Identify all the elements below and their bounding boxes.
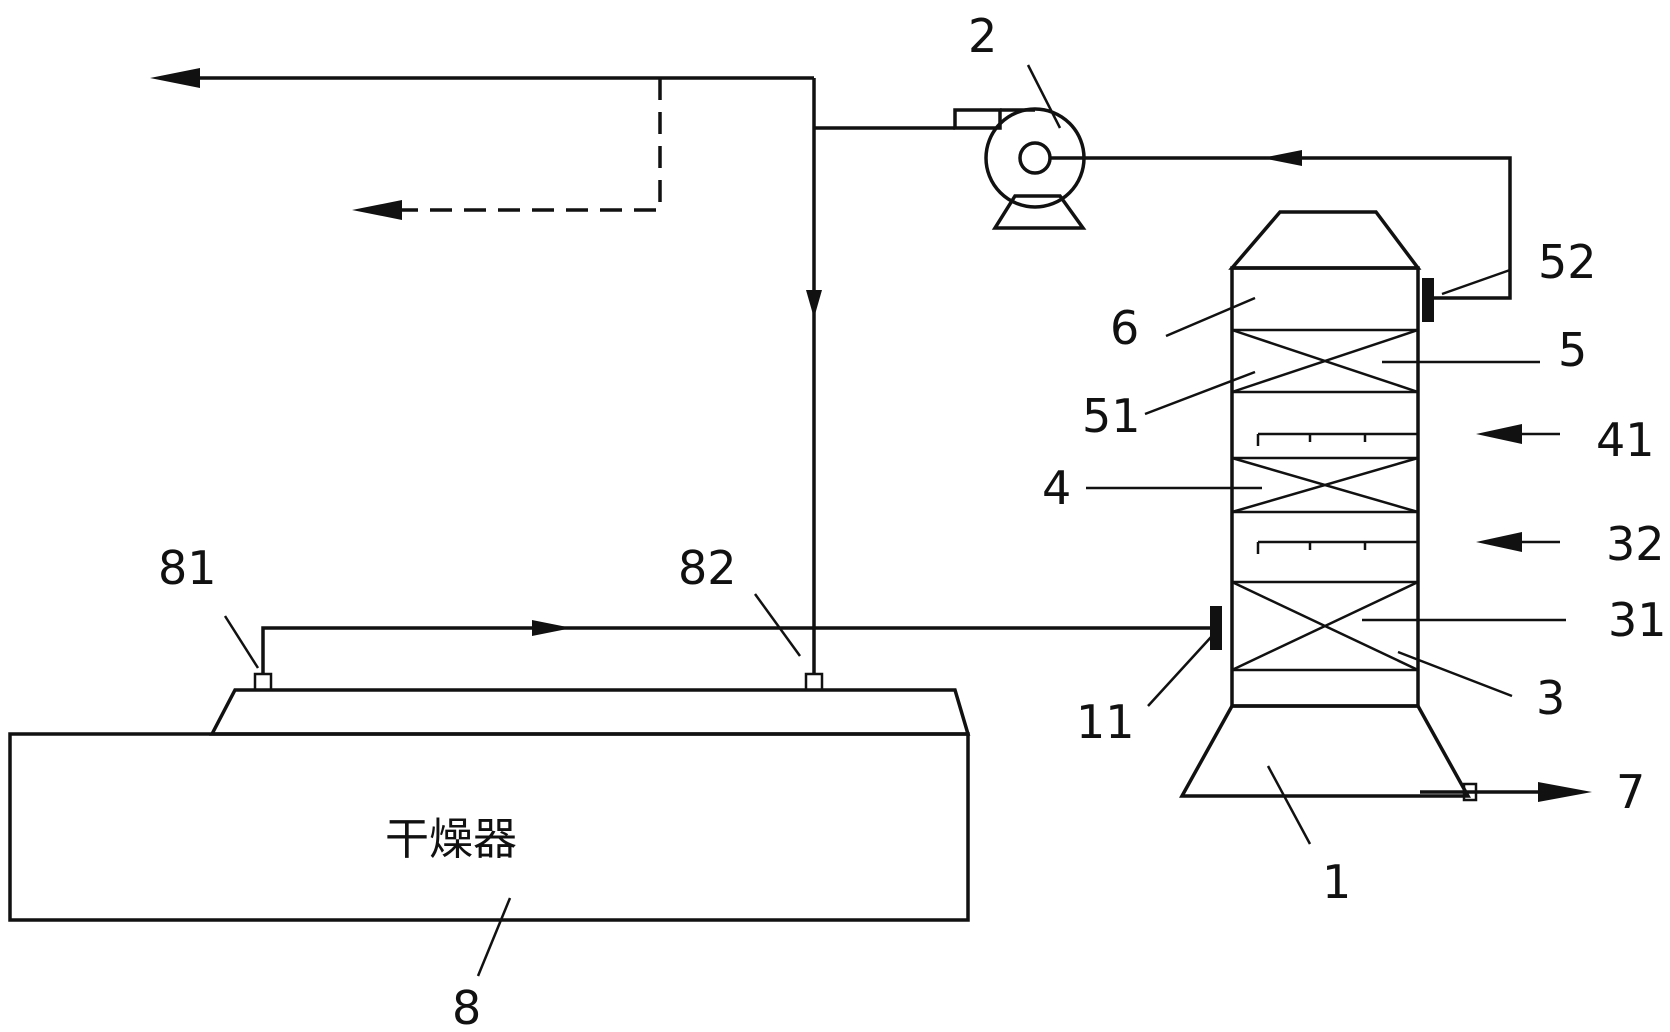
arrow-drain-7 (1538, 782, 1592, 802)
label-8: 8 (452, 981, 481, 1032)
dryer-label: 干燥器 (385, 814, 517, 865)
fan (953, 107, 1087, 230)
arrow-feed-41 (1476, 424, 1522, 444)
port-82 (804, 672, 824, 692)
scrubber-tower (1179, 210, 1478, 802)
label-82: 82 (678, 541, 737, 595)
arrow-exhaust-flow (532, 620, 572, 636)
label-2: 2 (968, 9, 997, 63)
label-6: 6 (1110, 301, 1139, 355)
label-52: 52 (1538, 235, 1597, 289)
arrow-exit-top (150, 68, 200, 88)
label-11: 11 (1076, 695, 1135, 749)
port-81 (253, 672, 273, 692)
label-4: 4 (1042, 461, 1071, 515)
label-81: 81 (158, 541, 217, 595)
label-32: 32 (1606, 517, 1665, 571)
label-7: 7 (1616, 765, 1645, 819)
arrow-fan-inlet (1262, 150, 1302, 166)
label-1: 1 (1322, 855, 1351, 909)
label-3: 3 (1536, 671, 1565, 725)
arrow-exit-dashed (352, 200, 402, 220)
leader-lines (223, 64, 1566, 977)
label-41: 41 (1596, 413, 1655, 467)
arrow-feed-32 (1476, 532, 1522, 552)
label-51: 51 (1082, 389, 1141, 443)
drain-nozzle (1462, 782, 1478, 802)
dryer: 干燥器 (8, 688, 971, 922)
flange-11 (1210, 606, 1222, 650)
label-31: 31 (1608, 593, 1667, 647)
label-5: 5 (1558, 323, 1587, 377)
flange-52 (1422, 278, 1434, 322)
arrow-down-supply (806, 290, 822, 318)
